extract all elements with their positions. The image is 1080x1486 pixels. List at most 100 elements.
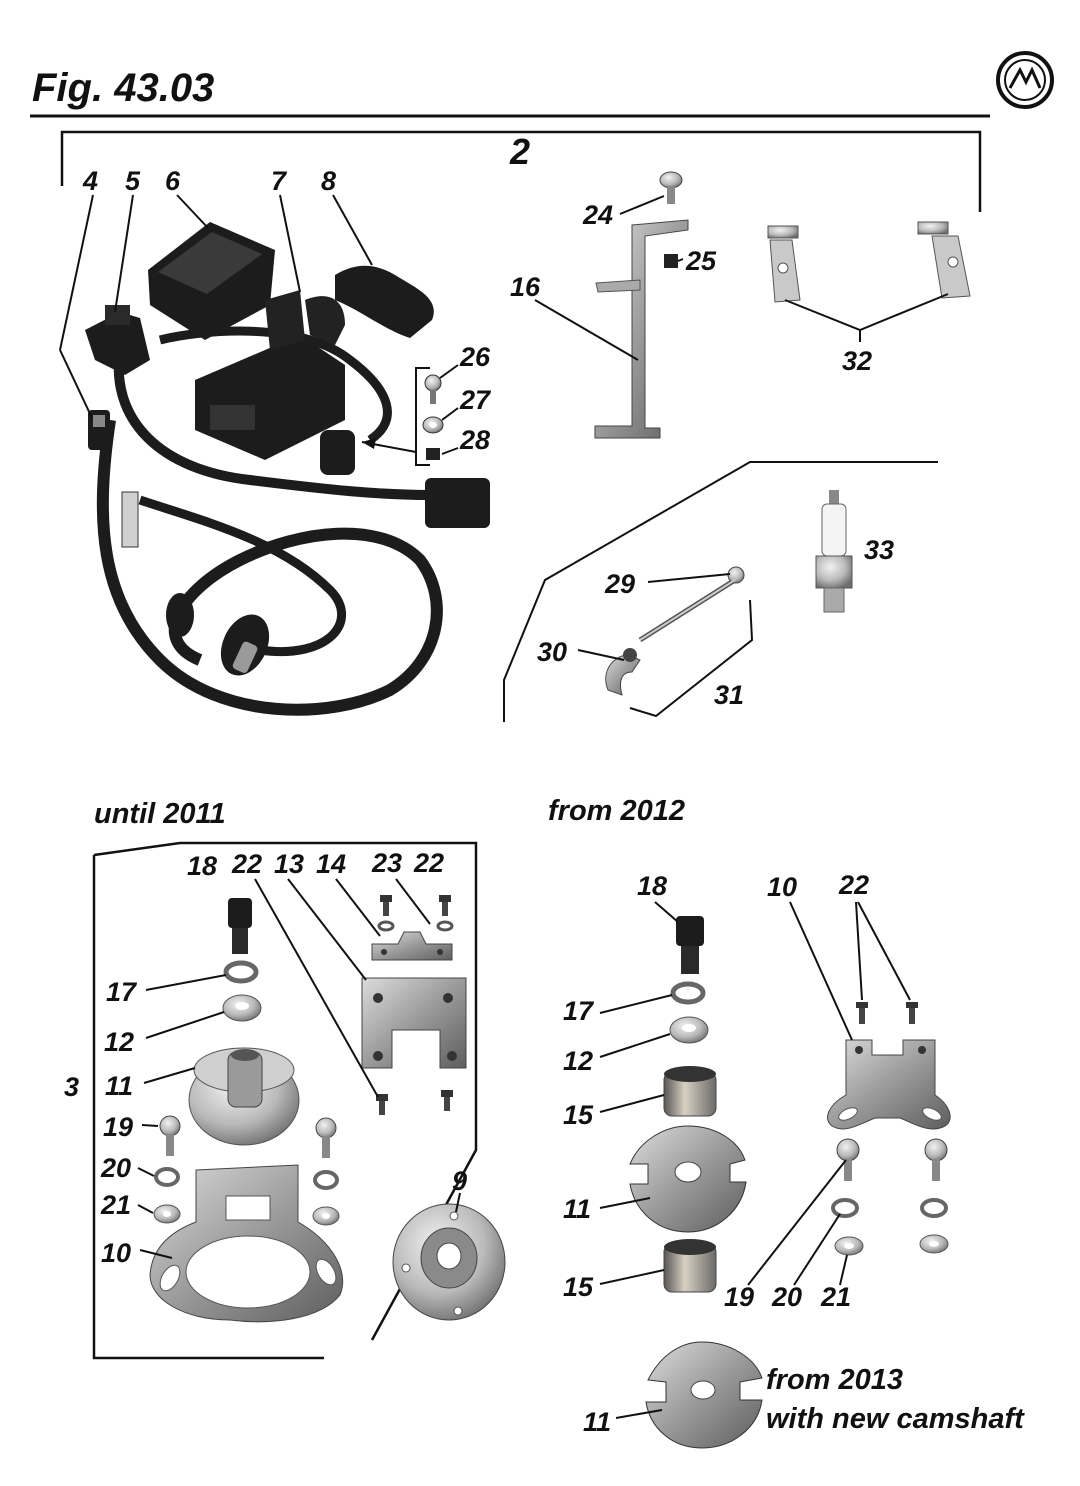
label-25: 25 <box>685 246 717 276</box>
washer-12 <box>222 994 262 1022</box>
flange-disc-9 <box>392 1203 506 1321</box>
cable-29 <box>638 566 745 643</box>
washer-f20-left <box>831 1198 859 1218</box>
ignition-harness <box>85 222 490 716</box>
label-f17: 17 <box>563 996 595 1026</box>
label-f12: 12 <box>563 1046 593 1076</box>
label-u18: 18 <box>187 851 217 881</box>
label-5: 5 <box>125 166 141 196</box>
label-32: 32 <box>842 346 872 376</box>
leader-28 <box>441 447 459 455</box>
leader-25 <box>677 258 684 262</box>
leader-u12 <box>145 1011 225 1039</box>
label-f10: 10 <box>767 872 797 902</box>
leader-29 <box>647 573 731 583</box>
leader-5 <box>114 194 134 313</box>
label-u11: 11 <box>105 1071 133 1101</box>
caption-from-2013: from 2013 <box>766 1364 903 1396</box>
washer-f20-right <box>920 1198 948 1218</box>
leader-f11 <box>599 1197 651 1209</box>
leader-16 <box>534 299 639 361</box>
label-30: 30 <box>537 637 567 667</box>
caption-until-2011: until 2011 <box>94 798 226 830</box>
screw-f22-right <box>906 1002 918 1024</box>
washer-u20-left <box>154 1167 180 1187</box>
label-n11: 11 <box>583 1407 611 1437</box>
leader-u21 <box>137 1204 154 1214</box>
leader-f18 <box>654 901 679 923</box>
cap-bolt-18 <box>228 898 252 954</box>
screw-26 <box>424 374 442 404</box>
trigger-disc-f11 <box>629 1125 747 1233</box>
lock-washer-f17 <box>670 981 706 1005</box>
washer-u23-left <box>377 920 395 932</box>
label-u22a: 22 <box>231 849 262 879</box>
label-u9: 9 <box>452 1166 467 1196</box>
leader-f19 <box>747 1159 847 1286</box>
leader-6 <box>176 194 209 229</box>
screw-u19-right <box>315 1117 337 1158</box>
label-4: 4 <box>82 166 98 196</box>
label-31: 31 <box>714 680 744 710</box>
leader-u10 <box>139 1249 173 1259</box>
label-u12: 12 <box>104 1027 134 1057</box>
leader-u23 <box>395 878 431 925</box>
leader-4b <box>59 349 93 419</box>
bracket-16 <box>594 219 689 439</box>
spark-plug-33 <box>815 490 853 613</box>
label-f21: 21 <box>820 1282 851 1312</box>
leader-4 <box>59 194 94 351</box>
caption-from-2012: from 2012 <box>548 795 685 827</box>
figure-title: Fig. 43.03 <box>32 66 214 110</box>
washer-u20-right <box>313 1170 339 1190</box>
label-27: 27 <box>459 385 492 415</box>
bushing-f15-upper <box>663 1066 717 1117</box>
leader-u17 <box>145 974 227 991</box>
leader-u9 <box>455 1192 461 1213</box>
label-u13: 13 <box>274 849 304 879</box>
label-26: 26 <box>459 342 491 372</box>
washer-27 <box>422 416 444 434</box>
trigger-cup-11 <box>188 1047 300 1146</box>
leader-26 <box>439 364 459 379</box>
washer-f21-left <box>834 1236 864 1256</box>
washer-u21-left <box>153 1204 181 1224</box>
screw-u22-top-right <box>439 895 451 916</box>
bracket-26-28 <box>415 367 430 466</box>
label-24: 24 <box>582 200 613 230</box>
screw-u22-bottom-left <box>376 1094 388 1115</box>
washer-f12 <box>669 1016 709 1044</box>
label-33: 33 <box>864 535 894 565</box>
elbow-30 <box>605 648 641 696</box>
screw-u22-bottom-right <box>441 1090 453 1111</box>
label-16: 16 <box>510 272 541 302</box>
plate-32-right <box>917 221 971 299</box>
leader-24 <box>619 195 665 215</box>
label-28: 28 <box>459 425 490 455</box>
label-f19: 19 <box>724 1282 754 1312</box>
clamp-14 <box>371 931 453 961</box>
label-29: 29 <box>604 569 635 599</box>
bracket-31 <box>629 599 754 718</box>
label-7: 7 <box>271 166 288 196</box>
washer-u21-right <box>312 1206 340 1226</box>
label-f15a: 15 <box>563 1100 594 1130</box>
plate-32-left <box>767 225 801 303</box>
leader-f21 <box>839 1254 848 1286</box>
trigger-disc-2013 <box>645 1341 763 1449</box>
frame-until-2011-b <box>92 855 324 1360</box>
label-u10: 10 <box>101 1238 131 1268</box>
leader-u13 <box>287 878 367 981</box>
caption-new-camshaft: with new camshaft <box>766 1403 1025 1435</box>
leader-u22a <box>254 878 379 1098</box>
nut-25 <box>664 254 678 268</box>
leader-7 <box>279 194 301 293</box>
bolt-24 <box>659 171 683 204</box>
screw-u22-top-left <box>380 895 392 916</box>
screw-f19-left <box>836 1138 860 1181</box>
cap-bolt-f18 <box>676 916 704 974</box>
leader-f10 <box>789 901 853 1041</box>
label-u19: 19 <box>103 1112 133 1142</box>
lock-washer-17 <box>223 960 259 984</box>
